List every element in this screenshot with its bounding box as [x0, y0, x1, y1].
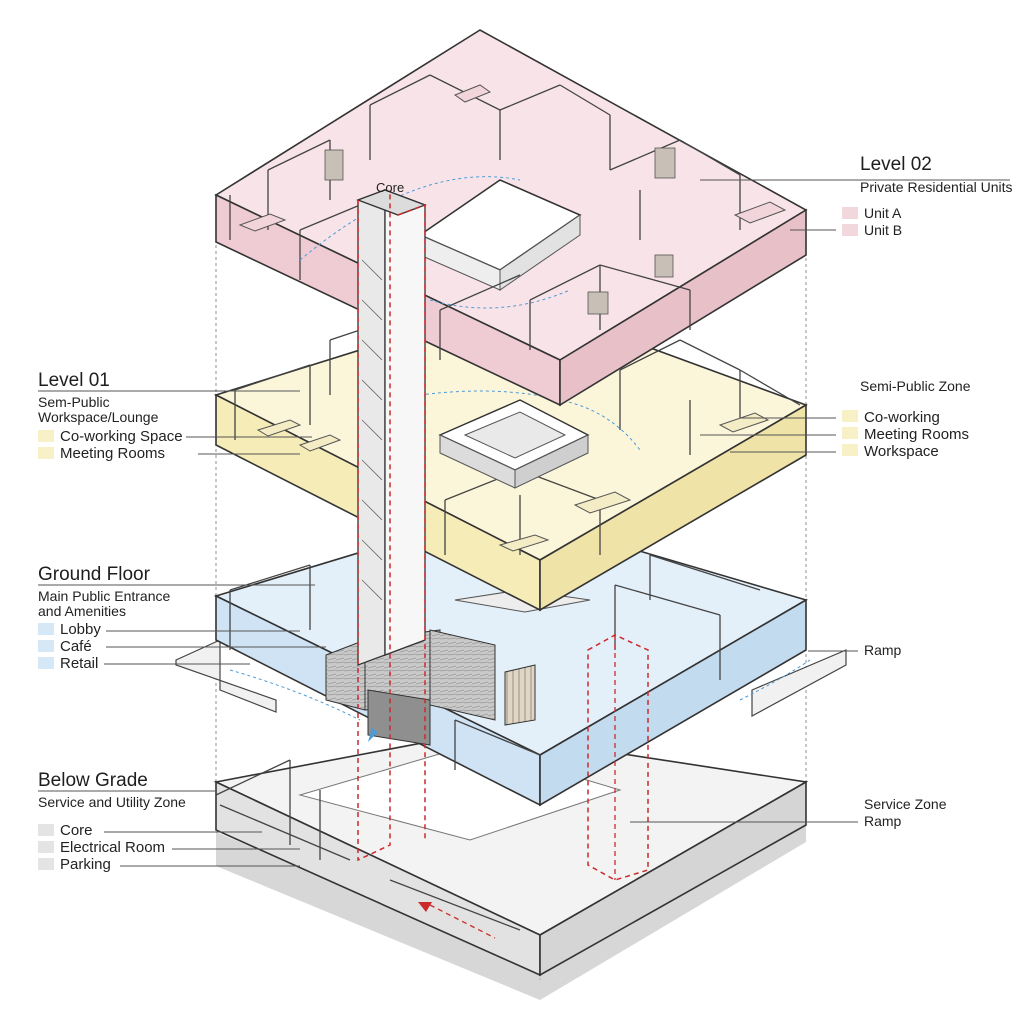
legend-coworking-space: Co-working Space — [60, 428, 183, 445]
legend-swatch-electrical-room — [38, 841, 54, 853]
core-label: Core — [376, 180, 404, 195]
legend-swatch-coworking-space — [38, 430, 54, 442]
level-01-subtitle-line-2: Workspace/Lounge — [38, 409, 159, 425]
legend-meeting-rooms-right: Meeting Rooms — [864, 426, 969, 443]
below-ramp-label: Ramp — [864, 813, 902, 829]
legend-meeting-rooms-left: Meeting Rooms — [60, 445, 165, 462]
legend-unit-a: Unit A — [864, 205, 902, 221]
level-01-title: Level 01 — [38, 370, 110, 391]
below-grade-subtitle: Service and Utility Zone — [38, 794, 186, 810]
ground-floor-subtitle-line-1: Main Public Entrance — [38, 588, 171, 604]
legend-swatch-lobby — [38, 623, 54, 635]
below-grade-slab — [213, 731, 809, 1000]
projection-guides — [215, 240, 807, 980]
level-01-labels: Level 01 Sem-Public Workspace/Lounge Co-… — [38, 370, 971, 462]
legend-swatch-unit-a — [842, 207, 858, 219]
semi-public-zone-heading: Semi-Public Zone — [860, 378, 971, 394]
level-02-subtitle: Private Residential Units — [860, 179, 1013, 195]
below-grade-title: Below Grade — [38, 770, 148, 791]
legend-lobby: Lobby — [60, 621, 101, 638]
legend-swatch-coworking — [842, 410, 858, 422]
legend-coworking: Co-working — [864, 409, 940, 426]
level-02-labels: Level 02 Private Residential Units Unit … — [700, 154, 1013, 238]
level-02-title: Level 02 — [860, 154, 932, 175]
below-grade-labels: Below Grade Service and Utility Zone Cor… — [38, 770, 947, 873]
legend-electrical-room: Electrical Room — [60, 839, 165, 856]
ground-floor-labels: Ground Floor Main Public Entrance and Am… — [38, 564, 902, 672]
legend-core: Core — [60, 822, 93, 839]
legend-swatch-meeting-rooms-right — [842, 427, 858, 439]
legend-swatch-workspace — [842, 444, 858, 456]
legend-swatch-cafe — [38, 640, 54, 652]
level-02-slab — [214, 29, 808, 407]
ground-floor-subtitle-line-2: and Amenities — [38, 603, 126, 619]
legend-swatch-unit-b — [842, 224, 858, 236]
legend-swatch-retail — [38, 657, 54, 669]
level-01-subtitle-line-1: Sem-Public — [38, 394, 110, 410]
legend-swatch-meeting-rooms-left — [38, 447, 54, 459]
legend-unit-b: Unit B — [864, 222, 902, 238]
service-zone-label: Service Zone — [864, 796, 947, 812]
core-shaft — [356, 189, 649, 939]
ground-floor-title: Ground Floor — [38, 564, 151, 585]
legend-retail: Retail — [60, 655, 98, 672]
legend-cafe: Café — [60, 638, 92, 655]
legend-swatch-core — [38, 824, 54, 836]
legend-swatch-parking — [38, 858, 54, 870]
legend-parking: Parking — [60, 856, 111, 873]
ground-ramp-label: Ramp — [864, 642, 902, 658]
legend-workspace: Workspace — [864, 443, 939, 460]
